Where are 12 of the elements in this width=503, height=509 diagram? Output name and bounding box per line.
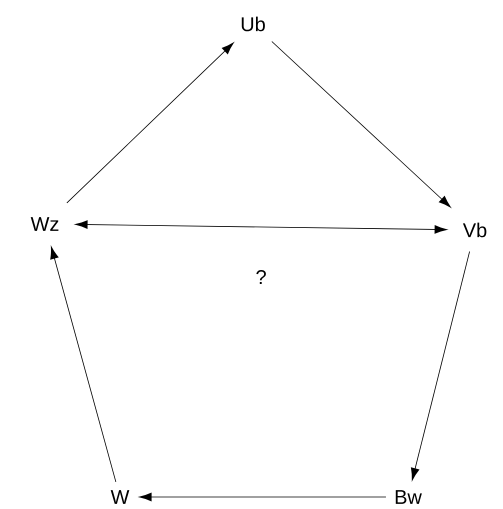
node-label: Vb — [462, 222, 486, 238]
node-label: Bw — [396, 490, 422, 504]
arrow — [271, 41, 451, 208]
arrow — [139, 492, 386, 502]
node-label: Wz — [30, 217, 58, 231]
arrow — [66, 42, 234, 204]
node-label: W — [110, 490, 130, 504]
arrow — [50, 246, 116, 482]
node-label: Ub — [242, 16, 265, 32]
edge-label: ? — [256, 270, 266, 284]
arrow — [75, 220, 448, 234]
arrow — [410, 251, 470, 480]
